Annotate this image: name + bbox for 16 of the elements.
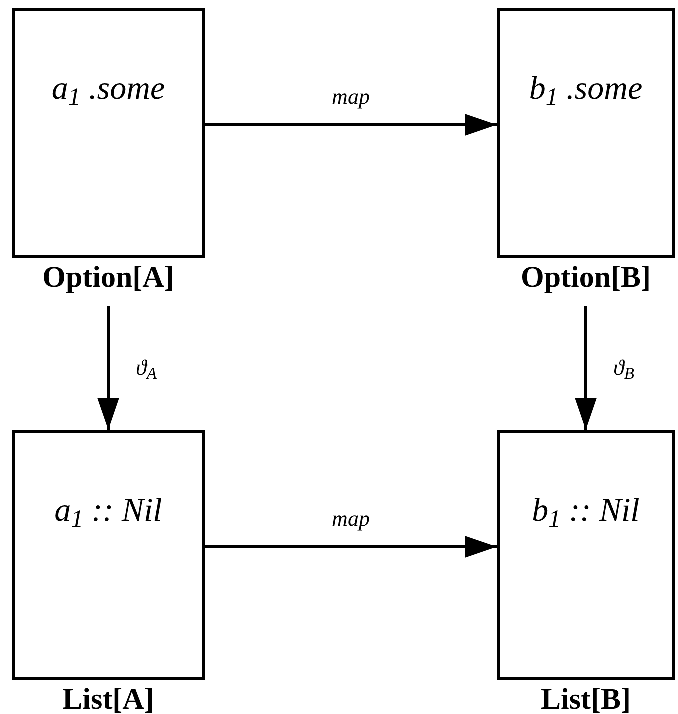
box-text: a$_{1}$ :: Nil (54, 495, 162, 528)
process-box (12, 8, 205, 258)
process-box (497, 430, 675, 680)
arrow (98, 306, 120, 430)
box-text: b$_{1}$ :: Nil (532, 495, 640, 528)
box-heading: List[B] (541, 682, 631, 714)
arrow (575, 306, 597, 430)
box-heading: Option[B] (520, 260, 652, 296)
process-box (497, 8, 675, 258)
arrow (205, 536, 497, 558)
arrow (205, 114, 497, 136)
box-text: b$_{1}$ .some (529, 73, 643, 106)
process-box (12, 430, 205, 680)
box-heading: Option[A] (42, 260, 174, 296)
box-text: a$_{1}$ .some (52, 73, 166, 106)
box-heading: List[A] (62, 682, 154, 714)
